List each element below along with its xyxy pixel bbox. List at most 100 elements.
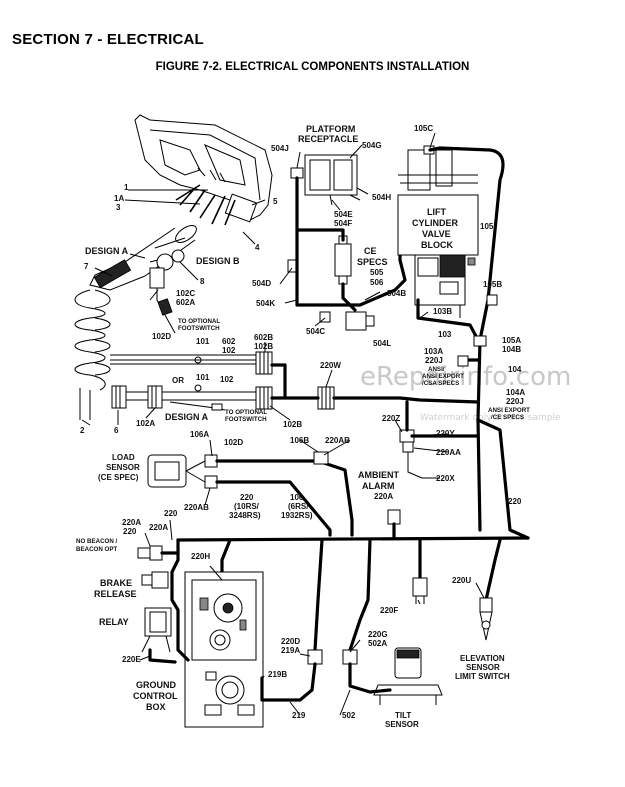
callout: 504H bbox=[372, 193, 391, 202]
wire-220w bbox=[270, 396, 480, 404]
label-w106: 106 bbox=[290, 493, 304, 502]
callout: 504L bbox=[373, 339, 391, 348]
callout: 602B bbox=[254, 333, 273, 342]
connector-220f bbox=[412, 577, 428, 597]
relay bbox=[141, 607, 172, 653]
callout: 220E bbox=[122, 655, 141, 664]
wire-220u bbox=[484, 538, 502, 602]
coiled-cable bbox=[74, 289, 111, 420]
label-w106-6rs: (6RS/ bbox=[288, 502, 309, 511]
callout: 220 bbox=[123, 527, 137, 536]
wire-220-bus bbox=[176, 536, 530, 542]
label-ce-spec: (CE SPEC) bbox=[98, 473, 139, 482]
connector-102c bbox=[149, 267, 173, 316]
callout: 102B bbox=[254, 342, 273, 351]
callout: 1A bbox=[114, 194, 124, 203]
ce-spec-component bbox=[287, 235, 375, 331]
callout: 220 bbox=[508, 497, 522, 506]
callout: 220W bbox=[320, 361, 341, 370]
callout: 602 bbox=[222, 337, 236, 346]
label-ansi-export: ANSI EXPORT bbox=[422, 373, 464, 380]
diagram-labels: PLATFORM RECEPTACLE LIFT CYLINDER VALVE … bbox=[76, 124, 530, 729]
callout: 220U bbox=[452, 576, 471, 585]
callout: 220D bbox=[281, 637, 300, 646]
callout: 2 bbox=[80, 426, 85, 435]
beacon-connector bbox=[137, 545, 163, 561]
watermark-main: eRepairinfo.com bbox=[360, 362, 571, 392]
callout: 103B bbox=[433, 307, 452, 316]
callout: 220J bbox=[506, 397, 524, 406]
connector-row-mid bbox=[111, 351, 335, 410]
footswitch-mid bbox=[211, 403, 223, 411]
wire-504-drop bbox=[295, 228, 345, 242]
label-w220: 220 bbox=[240, 493, 254, 502]
label-brake: BRAKE bbox=[100, 578, 132, 588]
wire-220g bbox=[348, 538, 372, 662]
callout: 105 bbox=[480, 222, 494, 231]
label-to-optional-top: TO OPTIONAL bbox=[178, 318, 220, 325]
callout: 220AA bbox=[436, 448, 461, 457]
elevation-sensor-limit-switch bbox=[479, 597, 493, 641]
callout: 602A bbox=[176, 298, 195, 307]
wire-502 bbox=[348, 662, 392, 694]
callout: 504J bbox=[271, 144, 289, 153]
callout: 504B bbox=[387, 289, 406, 298]
label-platform: PLATFORM bbox=[306, 124, 355, 134]
callout: 220A bbox=[122, 518, 141, 527]
callout: 220J bbox=[425, 356, 443, 365]
callout: 504D bbox=[252, 279, 271, 288]
wire-220-bus-right bbox=[476, 418, 530, 540]
callout: 220Y bbox=[436, 429, 455, 438]
label-csa-specs: /CSA SPECS bbox=[422, 380, 459, 387]
callout: 504F bbox=[334, 219, 352, 228]
callout: 104B bbox=[502, 345, 521, 354]
callout: 7 bbox=[84, 262, 89, 271]
callout: 6 bbox=[114, 426, 119, 435]
wire-220e bbox=[148, 648, 177, 664]
wire-602 bbox=[110, 354, 256, 365]
label-sensor: SENSOR bbox=[106, 463, 140, 472]
label-cylinder: CYLINDER bbox=[412, 218, 459, 228]
label-to-optional-mid: TO OPTIONAL bbox=[225, 409, 267, 416]
callout: 220A bbox=[374, 492, 393, 501]
wire-219a bbox=[260, 662, 317, 702]
wire-504l bbox=[341, 282, 357, 312]
connector-220g bbox=[342, 649, 358, 665]
brake-release bbox=[141, 571, 169, 589]
callout: 504C bbox=[306, 327, 325, 336]
label-ce-specs-2: /CE SPECS bbox=[491, 414, 524, 421]
label-lift: LIFT bbox=[427, 207, 446, 217]
callout: 101 bbox=[196, 337, 210, 346]
label-or: OR bbox=[172, 376, 184, 385]
wire-102b-top bbox=[270, 363, 287, 400]
label-footswitch-mid: FOOTSWITCH bbox=[225, 416, 267, 423]
label-w220-10rs: (10RS/ bbox=[234, 502, 260, 511]
callout: 104A bbox=[506, 388, 525, 397]
label-alarm: ALARM bbox=[362, 481, 395, 491]
callout: 105B bbox=[483, 280, 502, 289]
label-block: BLOCK bbox=[421, 240, 453, 250]
label-relay: RELAY bbox=[99, 617, 129, 627]
label-beacon-opt: BEACON OPT bbox=[76, 546, 117, 553]
callout: 219B bbox=[268, 670, 287, 679]
callout: 220G bbox=[368, 630, 388, 639]
wire-103b bbox=[416, 298, 480, 342]
wire-106 bbox=[215, 459, 354, 537]
label-design-b: DESIGN B bbox=[196, 256, 240, 266]
label-box: BOX bbox=[146, 702, 166, 712]
ground-control-box bbox=[184, 571, 264, 728]
callout: 504E bbox=[334, 210, 353, 219]
label-design-a-top: DESIGN A bbox=[85, 246, 129, 256]
callout: 105C bbox=[414, 124, 433, 133]
callout: 5 bbox=[273, 197, 278, 206]
callout: 504G bbox=[362, 141, 382, 150]
label-tilt: TILT bbox=[395, 711, 411, 720]
callout: 220AB bbox=[184, 503, 209, 512]
callout: 103A bbox=[424, 347, 443, 356]
callout: 102B bbox=[283, 420, 302, 429]
connector-105b bbox=[486, 294, 498, 306]
callout: 219A bbox=[281, 646, 300, 655]
label-load: LOAD bbox=[112, 453, 135, 462]
callout: 220F bbox=[380, 606, 398, 615]
label-w220-3248rs: 3248RS) bbox=[229, 511, 261, 520]
